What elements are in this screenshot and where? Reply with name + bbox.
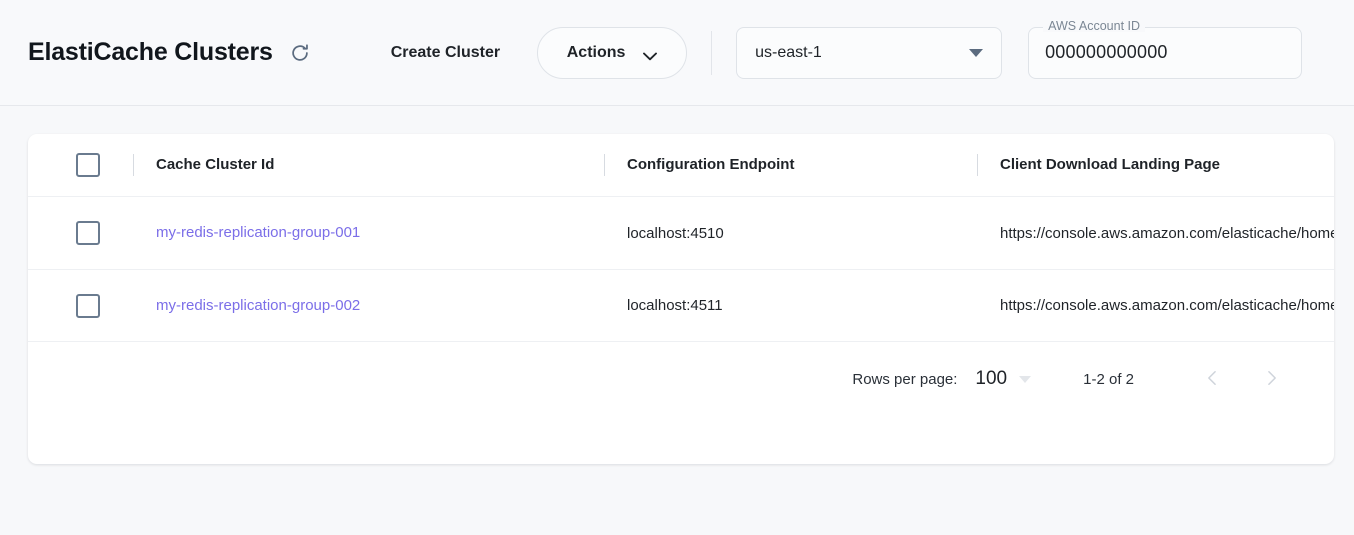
refresh-button[interactable]: [283, 36, 317, 70]
column-header-label: Cache Cluster Id: [156, 156, 275, 173]
table-row: my-redis-replication-group-002 localhost…: [28, 269, 1334, 342]
chevron-left-icon: [1203, 368, 1223, 391]
app-header: ElastiCache Clusters Create Cluster Acti…: [0, 0, 1354, 106]
chevron-down-icon: [643, 48, 658, 61]
rows-per-page-select[interactable]: 100: [975, 368, 1032, 390]
actions-button-label: Actions: [566, 43, 626, 61]
column-header-configuration-endpoint[interactable]: Configuration Endpoint: [605, 156, 977, 174]
select-all-cell: [28, 153, 133, 177]
select-all-checkbox[interactable]: [76, 153, 100, 177]
cluster-link[interactable]: my-redis-replication-group-001: [156, 224, 361, 241]
cell-configuration-endpoint: localhost:4510: [627, 224, 724, 242]
cell-client-download-landing-page: https://console.aws.amazon.com/elasticac…: [1000, 297, 1334, 314]
main-content: Cache Cluster Id Configuration Endpoint …: [0, 106, 1354, 464]
caret-down-icon: [1019, 375, 1032, 383]
cluster-link[interactable]: my-redis-replication-group-002: [156, 296, 361, 314]
aws-account-id-label: AWS Account ID: [1043, 19, 1146, 32]
create-cluster-button[interactable]: Create Cluster: [387, 36, 504, 70]
pagination-range-label: 1-2 of 2: [1083, 370, 1134, 388]
column-header-label: Client Download Landing Page: [1000, 156, 1221, 173]
page-title: ElastiCache Clusters: [28, 38, 273, 66]
rows-per-page-value: 100: [975, 368, 1008, 389]
refresh-icon: [289, 42, 311, 64]
actions-button[interactable]: Actions: [537, 26, 688, 79]
next-page-button[interactable]: [1250, 358, 1292, 400]
column-divider: [604, 154, 605, 176]
column-divider: [977, 154, 978, 176]
table-row: my-redis-replication-group-001 localhost…: [28, 196, 1334, 269]
region-select[interactable]: us-east-1: [736, 26, 1003, 79]
column-divider: [133, 154, 134, 176]
table-pagination: Rows per page: 100 1-2 of 2: [28, 342, 1334, 416]
previous-page-button[interactable]: [1192, 358, 1234, 400]
row-select-cell: [28, 221, 133, 245]
aws-account-id-value: 000000000000: [1045, 42, 1168, 62]
column-header-label: Configuration Endpoint: [627, 156, 795, 173]
cell-cache-cluster-id: my-redis-replication-group-002: [134, 297, 604, 315]
row-checkbox[interactable]: [76, 293, 100, 318]
clusters-table-card: Cache Cluster Id Configuration Endpoint …: [28, 134, 1334, 464]
column-header-cache-cluster-id[interactable]: Cache Cluster Id: [134, 156, 604, 174]
header-divider: [711, 30, 713, 75]
rows-per-page-label: Rows per page:: [852, 370, 958, 388]
row-select-cell: [28, 293, 133, 318]
row-checkbox[interactable]: [76, 221, 100, 245]
region-select-value: us-east-1: [755, 43, 822, 61]
cell-configuration-endpoint: localhost:4511: [627, 297, 723, 314]
aws-account-id-field[interactable]: AWS Account ID 000000000000: [1028, 19, 1303, 79]
column-header-client-download-landing-page[interactable]: Client Download Landing Page: [978, 156, 1334, 174]
chevron-right-icon: [1261, 368, 1281, 391]
caret-down-icon: [969, 48, 984, 57]
table-header-row: Cache Cluster Id Configuration Endpoint …: [28, 134, 1334, 196]
cell-cache-cluster-id: my-redis-replication-group-001: [134, 224, 604, 242]
cell-client-download-landing-page: https://console.aws.amazon.com/elasticac…: [1000, 224, 1334, 242]
